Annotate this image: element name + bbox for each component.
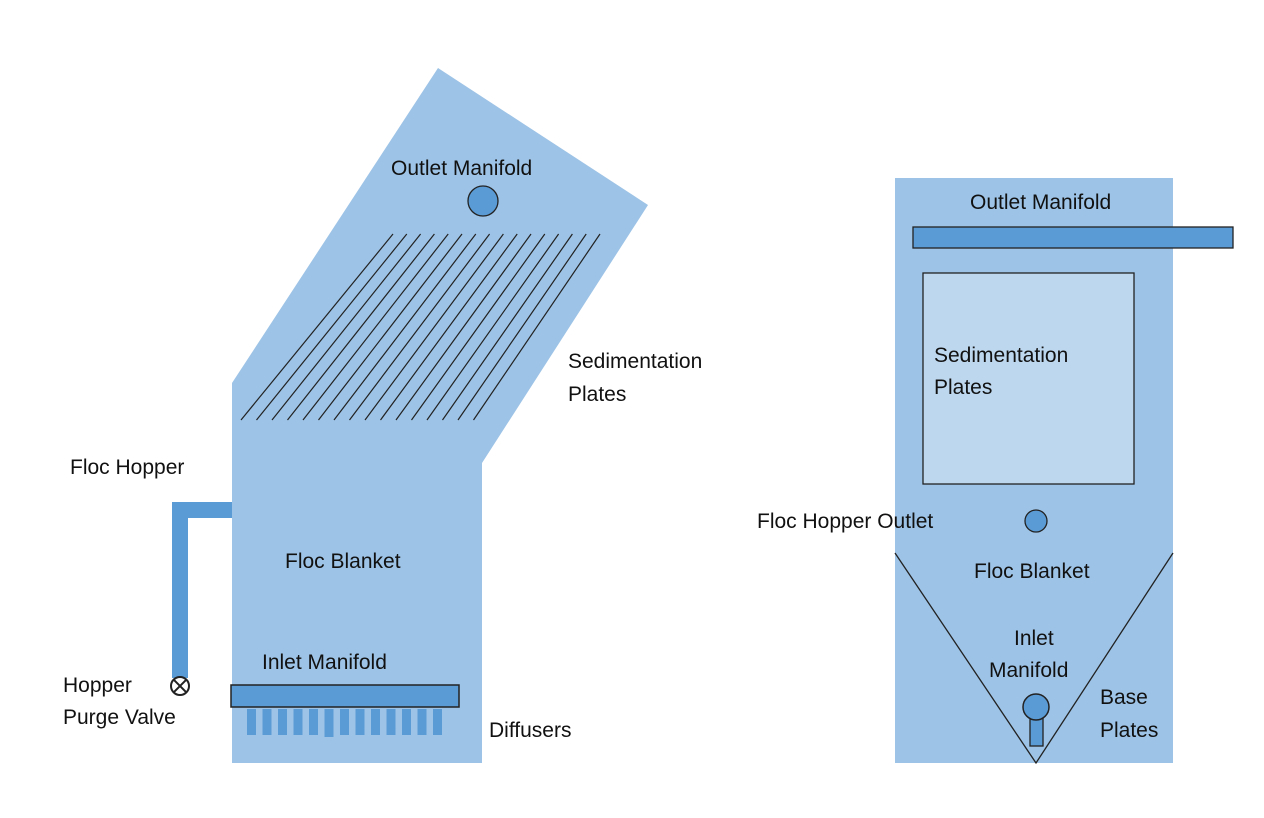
base-plates-lines <box>894 552 1174 765</box>
side-inlet-manifold-bar <box>230 684 460 708</box>
side-outlet-manifold-pipe <box>467 185 499 217</box>
diffuser <box>324 709 334 737</box>
sedimentation-plate <box>333 233 477 421</box>
front-sedimentation-label-1: Sedimentation <box>934 344 1068 367</box>
diffuser <box>417 709 427 735</box>
sedimentation-plate <box>318 233 463 421</box>
valve-x-icon[interactable] <box>170 676 190 696</box>
front-outlet-manifold-label: Outlet Manifold <box>970 191 1111 214</box>
floc-hopper-outlet-circle <box>1024 509 1048 533</box>
front-inlet-label-2: Manifold <box>989 659 1068 682</box>
sedimentation-plate <box>240 233 394 421</box>
front-floc-blanket-label: Floc Blanket <box>974 560 1090 583</box>
floc-hopper-pipe <box>172 502 232 678</box>
front-sedimentation-label-2: Plates <box>934 376 992 399</box>
base-plates-label-2: Plates <box>1100 719 1158 742</box>
front-view: Outlet Manifold Sedimentation Plates Flo… <box>757 178 1234 765</box>
diffuser <box>433 709 442 735</box>
sedimentation-plate <box>302 233 449 421</box>
sedimentation-plate <box>287 233 435 421</box>
diffuser <box>247 709 256 735</box>
floc-hopper-outlet-label: Floc Hopper Outlet <box>757 510 933 533</box>
purge-valve-label-1: Hopper <box>63 674 132 697</box>
side-floc-blanket-label: Floc Blanket <box>285 550 401 573</box>
front-inlet-stem <box>1029 717 1044 747</box>
diffusers-label: Diffusers <box>489 719 571 742</box>
diffuser <box>402 709 411 735</box>
diffuser <box>340 709 349 735</box>
sedimentation-plates <box>240 233 601 421</box>
sedimentation-plate <box>411 233 546 421</box>
side-outlet-manifold-label: Outlet Manifold <box>391 157 532 180</box>
sedimentation-plate <box>364 233 504 421</box>
side-sedimentation-label-2: Plates <box>568 383 626 406</box>
sedimentation-plate <box>349 233 491 421</box>
diffusers <box>247 709 442 737</box>
diffuser <box>309 709 318 735</box>
base-plates-label-1: Base <box>1100 686 1148 709</box>
diffuser <box>293 709 303 735</box>
sedimentation-plate <box>395 233 532 421</box>
sedimentation-plate <box>457 233 587 421</box>
front-inlet-manifold-pipe <box>1022 693 1050 721</box>
side-sedimentation-label-1: Sedimentation <box>568 350 702 373</box>
sedimentation-plate <box>380 233 518 421</box>
diffuser <box>278 709 287 735</box>
sedimentation-plate <box>473 233 601 421</box>
sedimentation-plate <box>426 233 560 421</box>
floc-hopper-label: Floc Hopper <box>70 456 184 479</box>
front-sedimentation-plates-box <box>922 272 1135 485</box>
side-tank-body <box>232 68 648 763</box>
front-outlet-manifold-bar <box>912 226 1234 249</box>
side-inlet-manifold-label: Inlet Manifold <box>262 651 387 674</box>
sedimentation-plate <box>442 233 573 421</box>
sedimentation-plate <box>256 233 408 421</box>
diffuser <box>355 709 365 735</box>
diffuser <box>386 709 396 735</box>
front-inlet-label-1: Inlet <box>1014 627 1054 650</box>
diffuser <box>371 709 380 735</box>
purge-valve-label-2: Purge Valve <box>63 706 176 729</box>
sedimentation-plate <box>271 233 422 421</box>
side-view: Outlet Manifold Sedimentation Plates Flo… <box>63 68 702 763</box>
diffuser <box>262 709 272 735</box>
